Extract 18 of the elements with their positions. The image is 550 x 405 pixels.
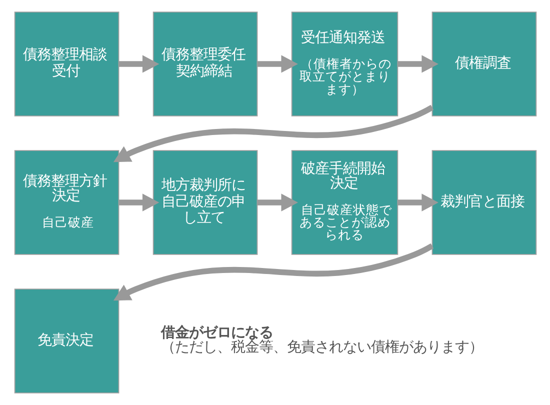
node-box: 裁判官と面接 [431,150,536,255]
node-box: 破産手続開始決定 自己破産状態であることが認められる [290,150,398,255]
arrow [397,194,438,212]
node-box: 債務整理方針決定 自己破産 [14,150,119,255]
arrow [112,243,434,301]
node-box: 債務整理相談受付 [14,12,119,116]
node-box: 債務整理委任契約締結 [152,12,258,116]
arrow [397,55,438,73]
node-box: 受任通知発送 （債権者からの取立てがとまります） [290,12,398,116]
arrow [256,55,298,73]
arrow [256,194,298,212]
arrow [112,104,434,162]
arrow [118,194,159,212]
node-box: 債権調査 [431,12,536,116]
node-box: 免責決定 [14,288,119,394]
node-label: （ただし、税金等、免責されない債権があります） [160,340,483,356]
arrow [118,55,159,73]
node-box: 地方裁判所に自己破産の申し立て [152,150,258,255]
